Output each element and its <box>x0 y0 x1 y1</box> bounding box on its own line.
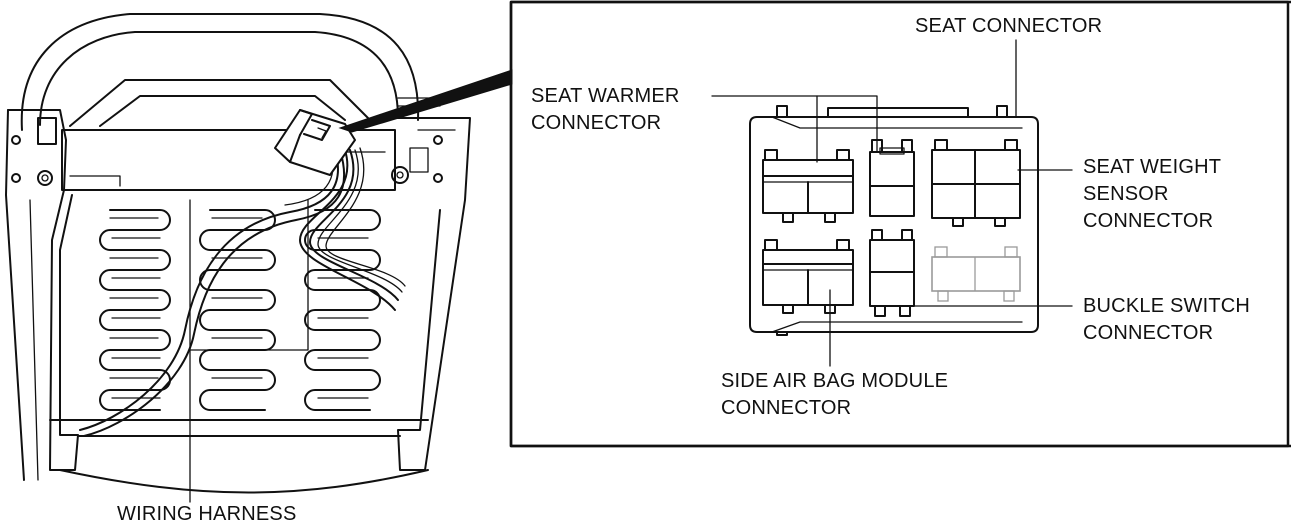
label-side-air-bag-line2: CONNECTOR <box>721 397 852 419</box>
connector-block <box>749 105 1039 336</box>
label-seat-warmer-line1: SEAT WARMER <box>531 85 680 107</box>
label-seat-weight-line3: CONNECTOR <box>1083 210 1214 232</box>
label-seat-weight-line2: SENSOR <box>1083 183 1169 205</box>
buckle-switch-connector-shape <box>869 229 915 317</box>
magnify-wedge <box>338 69 513 133</box>
label-side-air-bag-line1: SIDE AIR BAG MODULE <box>721 370 949 392</box>
wiring-harness <box>79 147 406 437</box>
label-seat-weight-sensor-connector: SEAT WEIGHT SENSOR CONNECTOR <box>1083 154 1221 235</box>
label-buckle-switch-line1: BUCKLE SWITCH <box>1083 295 1251 317</box>
seat-warmer-connector-shape <box>762 149 854 223</box>
label-buckle-switch-line2: CONNECTOR <box>1083 322 1214 344</box>
seat-weight-sensor-connector-shape <box>931 139 1021 227</box>
label-seat-connector: SEAT CONNECTOR <box>915 15 1103 37</box>
label-buckle-switch-connector: BUCKLE SWITCH CONNECTOR <box>1083 293 1250 347</box>
leader-lines <box>189 39 1073 503</box>
seat-springs <box>99 199 381 411</box>
label-wiring-harness: WIRING HARNESS <box>117 503 297 525</box>
middle-connector-top <box>869 139 915 217</box>
label-seat-weight-line1: SEAT WEIGHT <box>1083 156 1222 178</box>
unused-connector-shape <box>931 246 1021 302</box>
seat-frame <box>5 13 471 494</box>
seat-connector-small <box>274 109 356 176</box>
label-side-air-bag-module-connector: SIDE AIR BAG MODULE CONNECTOR <box>721 368 948 422</box>
label-seat-warmer-line2: CONNECTOR <box>531 112 662 134</box>
side-air-bag-connector-shape <box>762 239 854 314</box>
label-seat-warmer-connector: SEAT WARMER CONNECTOR <box>531 83 680 137</box>
